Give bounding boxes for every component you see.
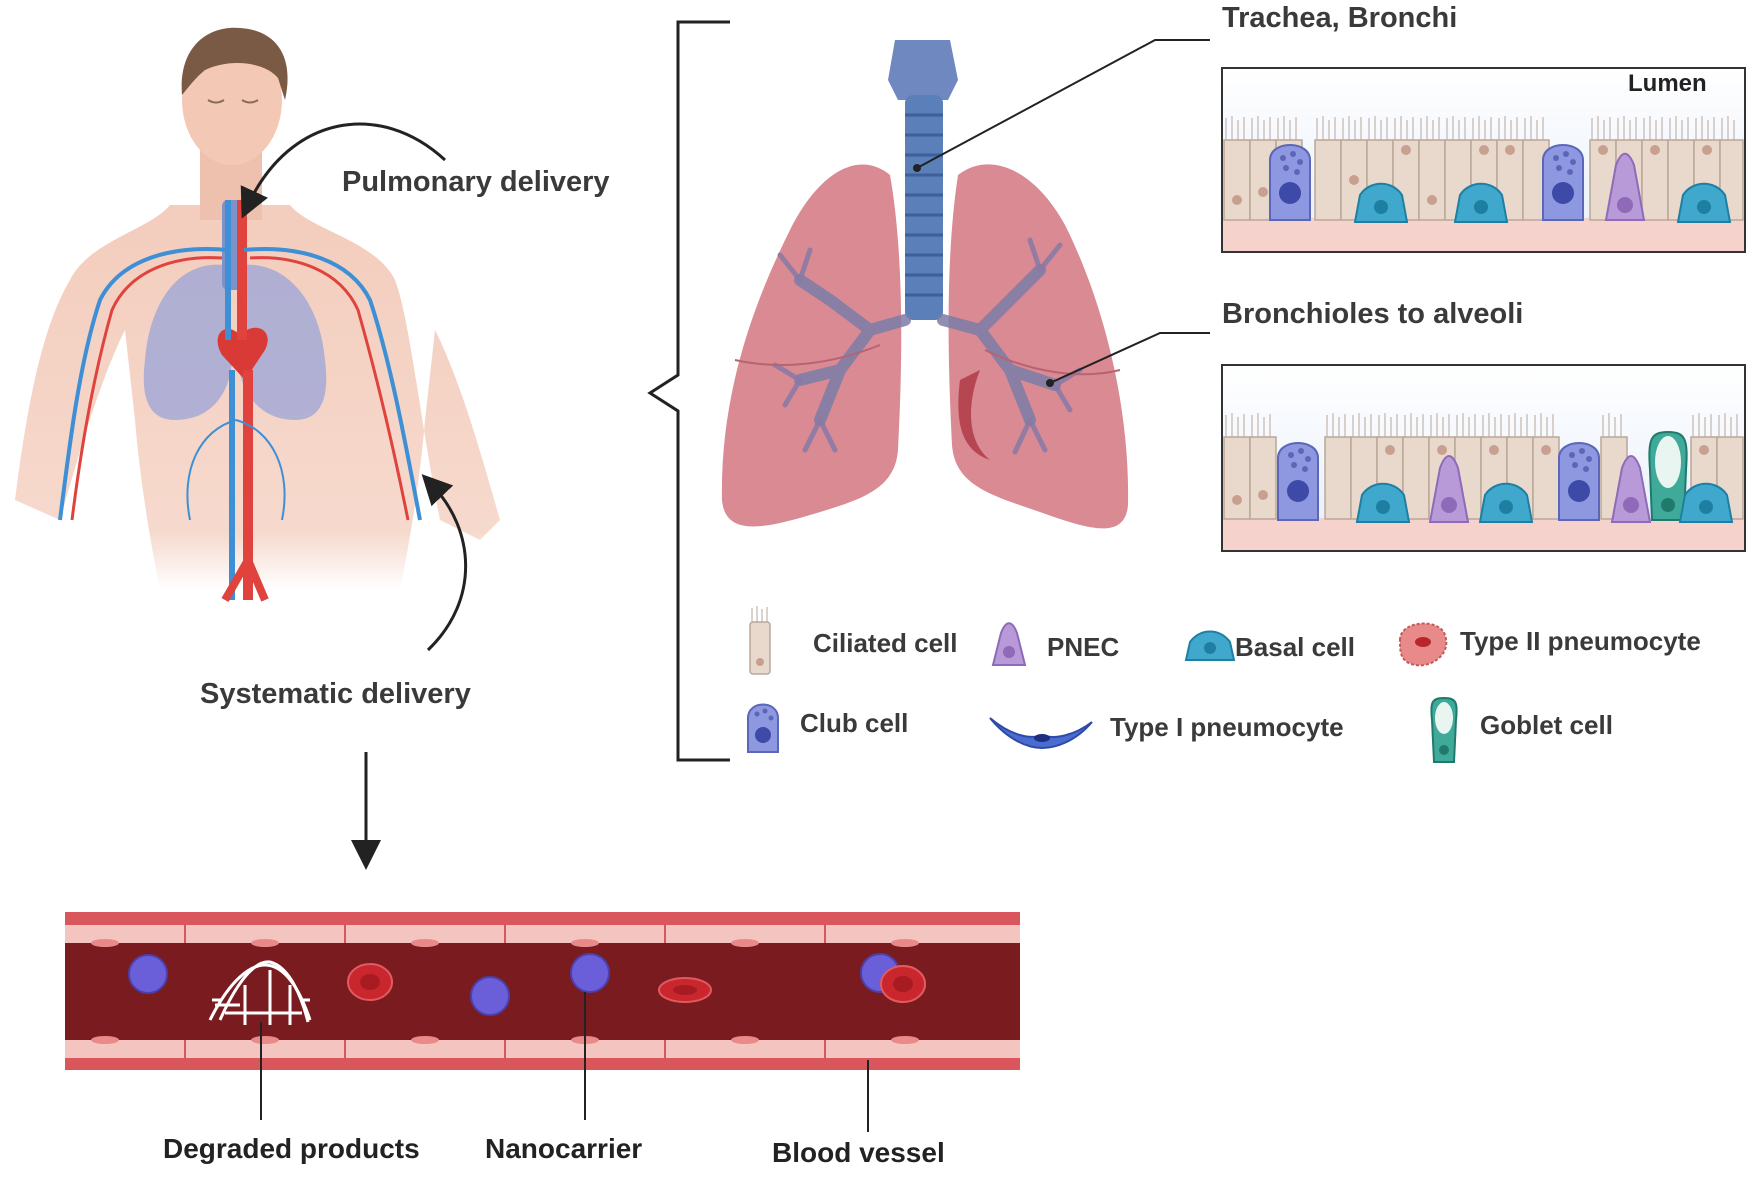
nanocarrier-label: Nanocarrier <box>485 1133 643 1164</box>
human-figure <box>15 27 500 602</box>
pnec-cell <box>1604 152 1646 221</box>
bronchioles-alveoli-label: Bronchioles to alveoli <box>1222 298 1524 330</box>
trachea-pointer <box>916 39 1210 169</box>
systemic-arrow <box>421 474 467 652</box>
legend-goblet-cell: Goblet cell <box>1480 710 1613 740</box>
degraded-products <box>208 960 312 1025</box>
legend-icons <box>747 606 1458 763</box>
club-cell <box>1558 442 1600 521</box>
type-ii-pneumocyte-icon <box>1398 622 1448 667</box>
legend-type-i-pneumocyte: Type I pneumocyte <box>1110 712 1344 742</box>
legend-club-cell: Club cell <box>800 708 909 738</box>
ciliated-cell-icon <box>749 606 771 675</box>
legend-type-ii-pneumocyte: Type II pneumocyte <box>1460 626 1701 656</box>
bracket <box>647 20 730 762</box>
pulmonary-arrow <box>240 122 447 219</box>
goblet-cell <box>1648 430 1688 521</box>
nanocarriers <box>128 953 900 1016</box>
systemic-delivery-label: Systematic delivery <box>200 678 471 710</box>
epithelium-trachea-panel <box>1221 67 1746 253</box>
epithelium-alveoli-panel <box>1221 364 1746 552</box>
blood-vessel-label: Blood vessel <box>772 1137 945 1168</box>
club-cell <box>1277 442 1319 521</box>
trachea-bronchi-label: Trachea, Bronchi <box>1222 2 1458 34</box>
pnec-cells <box>1428 455 1652 523</box>
club-cell <box>1269 144 1311 221</box>
bronchioles-pointer <box>1049 332 1210 384</box>
club-cell-icon <box>747 703 779 753</box>
pnec-icon <box>991 622 1027 666</box>
club-cell <box>1542 144 1584 221</box>
lungs-illustration <box>721 40 1129 529</box>
body-lungs <box>143 264 327 420</box>
type-i-pneumocyte-icon <box>989 717 1093 750</box>
goblet-cell-icon <box>1430 696 1458 763</box>
blood-vessel <box>65 912 1020 1070</box>
pulmonary-delivery-label: Pulmonary delivery <box>342 166 610 198</box>
legend-pnec: PNEC <box>1047 632 1120 662</box>
legend-basal-cell: Basal cell <box>1235 632 1355 662</box>
basal-cell-icon <box>1184 630 1236 661</box>
left-lung <box>721 164 902 527</box>
lumen-label: Lumen <box>1628 70 1707 97</box>
degraded-products-label: Degraded products <box>163 1133 420 1164</box>
legend-ciliated-cell: Ciliated cell <box>813 628 958 658</box>
hair <box>181 27 288 100</box>
right-lung <box>948 164 1129 529</box>
heart <box>217 327 268 380</box>
